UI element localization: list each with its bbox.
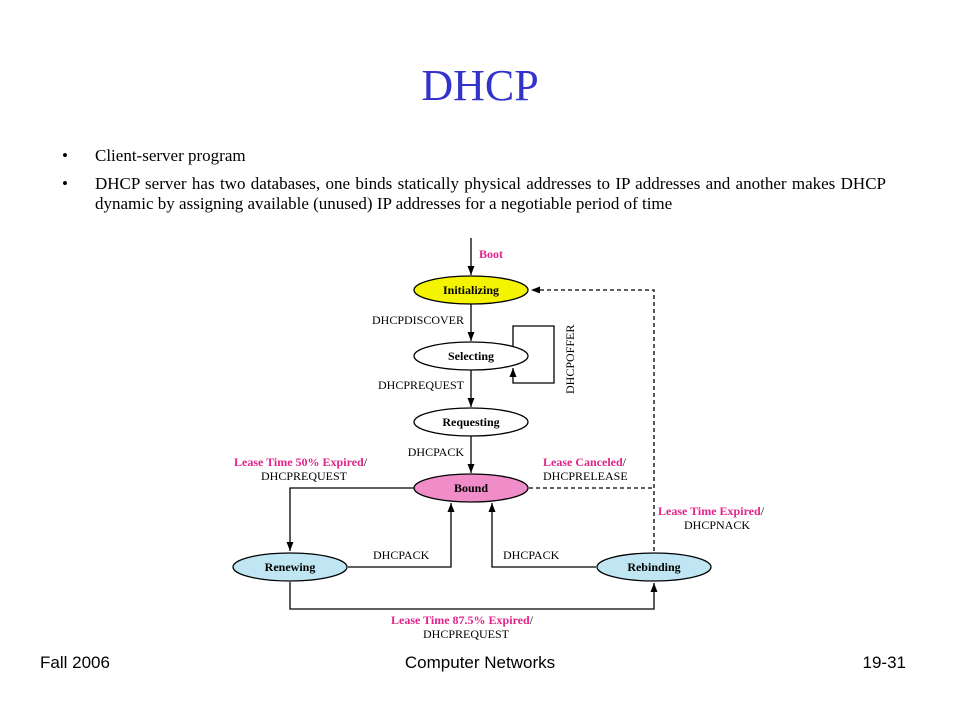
renew-ack-arrow xyxy=(348,503,455,568)
bullet-list: • Client-server program • DHCP server ha… xyxy=(62,146,886,222)
state-initializing xyxy=(413,275,529,305)
bullet-text: Client-server program xyxy=(95,146,246,165)
expired-event: Lease Time Expired xyxy=(658,504,761,518)
state-bound xyxy=(413,473,529,503)
dhcpoffer-label: DHCPOFFER xyxy=(563,325,577,394)
state-renewing xyxy=(232,552,348,582)
state-selecting-label: Selecting xyxy=(448,349,494,363)
canceled-slash: / xyxy=(623,455,627,469)
state-bound-label: Bound xyxy=(454,481,488,495)
expired-message: DHCPNACK xyxy=(684,518,750,532)
footer-course: Computer Networks xyxy=(404,653,556,672)
dhcprequest-label: DHCPREQUEST xyxy=(378,378,465,392)
state-rebinding-label: Rebinding xyxy=(627,560,680,574)
renew-dhcpack-label: DHCPACK xyxy=(373,548,430,562)
dhcpack-label: DHCPACK xyxy=(408,445,465,459)
lease50-arrow xyxy=(286,487,414,551)
slide-title: DHCP xyxy=(421,61,539,110)
bullet-item: • Client-server program xyxy=(62,146,886,166)
expired-slash: / xyxy=(761,504,765,518)
lease875-event: Lease Time 87.5% Expired xyxy=(391,613,530,627)
rebind-dhcpack-label: DHCPACK xyxy=(503,548,560,562)
expired-label: Lease Time Expired/ xyxy=(658,504,765,518)
state-rebinding xyxy=(596,552,712,582)
footer-page-number: 19-31 xyxy=(862,653,906,672)
expired-dashed-arrow xyxy=(531,286,655,551)
dhcpdiscover-label: DHCPDISCOVER xyxy=(372,313,464,327)
footer-date: Fall 2006 xyxy=(40,653,110,672)
bullet-icon: • xyxy=(62,146,68,165)
lease875-slash: / xyxy=(530,613,534,627)
canceled-label: Lease Canceled/ xyxy=(543,455,627,469)
rebind-ack-arrow xyxy=(488,503,596,568)
bullet-text: DHCP server has two databases, one binds… xyxy=(95,174,886,213)
lease50-event: Lease Time 50% Expired xyxy=(234,455,364,469)
state-renewing-label: Renewing xyxy=(265,560,316,574)
state-requesting xyxy=(413,407,529,437)
offer-loop-arrow xyxy=(509,325,555,384)
canceled-event: Lease Canceled xyxy=(543,455,623,469)
lease875-message: DHCPREQUEST xyxy=(423,627,510,641)
state-selecting xyxy=(413,341,529,371)
lease875-arrow xyxy=(289,582,658,610)
bullet-icon: • xyxy=(62,174,68,193)
lease50-slash: / xyxy=(364,455,368,469)
canceled-message: DHCPRELEASE xyxy=(543,469,628,483)
bullet-item: • DHCP server has two databases, one bin… xyxy=(62,174,886,214)
state-initializing-label: Initializing xyxy=(443,283,499,297)
state-requesting-label: Requesting xyxy=(442,415,499,429)
lease50-message: DHCPREQUEST xyxy=(261,469,348,483)
lease50-label: Lease Time 50% Expired/ xyxy=(234,455,368,469)
lease875-label: Lease Time 87.5% Expired/ xyxy=(391,613,534,627)
boot-label: Boot xyxy=(479,247,503,261)
